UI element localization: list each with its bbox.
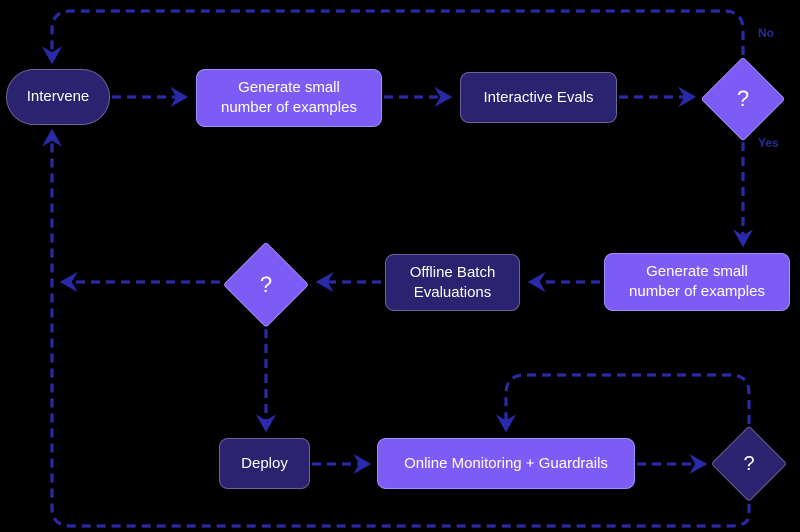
- node-label: Intervene: [26, 88, 90, 106]
- node-label: Generate small number of examples: [629, 263, 765, 300]
- node-decision-3[interactable]: ?: [710, 425, 788, 503]
- node-online-monitoring-guardrails[interactable]: Online Monitoring + Guardrails: [377, 438, 635, 489]
- edge-label-no: No: [758, 26, 774, 40]
- edge-label-yes: Yes: [758, 136, 779, 150]
- node-label: Generate small number of examples: [221, 79, 357, 116]
- node-deploy[interactable]: Deploy: [219, 438, 310, 489]
- node-label: ?: [259, 272, 273, 298]
- node-offline-batch-evaluations[interactable]: Offline Batch Evaluations: [385, 254, 520, 311]
- edge-decision3-to-online: [495, 373, 751, 433]
- node-label: Online Monitoring + Guardrails: [404, 454, 608, 472]
- node-label: Interactive Evals: [483, 88, 594, 106]
- edge-decision1-no-to-intervene: [41, 9, 745, 65]
- node-label: Deploy: [241, 454, 288, 472]
- node-intervene[interactable]: Intervene: [6, 69, 110, 125]
- node-decision-1[interactable]: ?: [700, 56, 786, 142]
- node-label: ?: [743, 452, 755, 475]
- node-decision-2[interactable]: ?: [222, 241, 310, 329]
- node-interactive-evals[interactable]: Interactive Evals: [460, 72, 617, 123]
- node-generate-examples-1[interactable]: Generate small number of examples: [196, 69, 382, 127]
- node-generate-examples-2[interactable]: Generate small number of examples: [604, 253, 790, 311]
- node-label: ?: [736, 86, 750, 112]
- node-label: Offline Batch Evaluations: [409, 263, 496, 301]
